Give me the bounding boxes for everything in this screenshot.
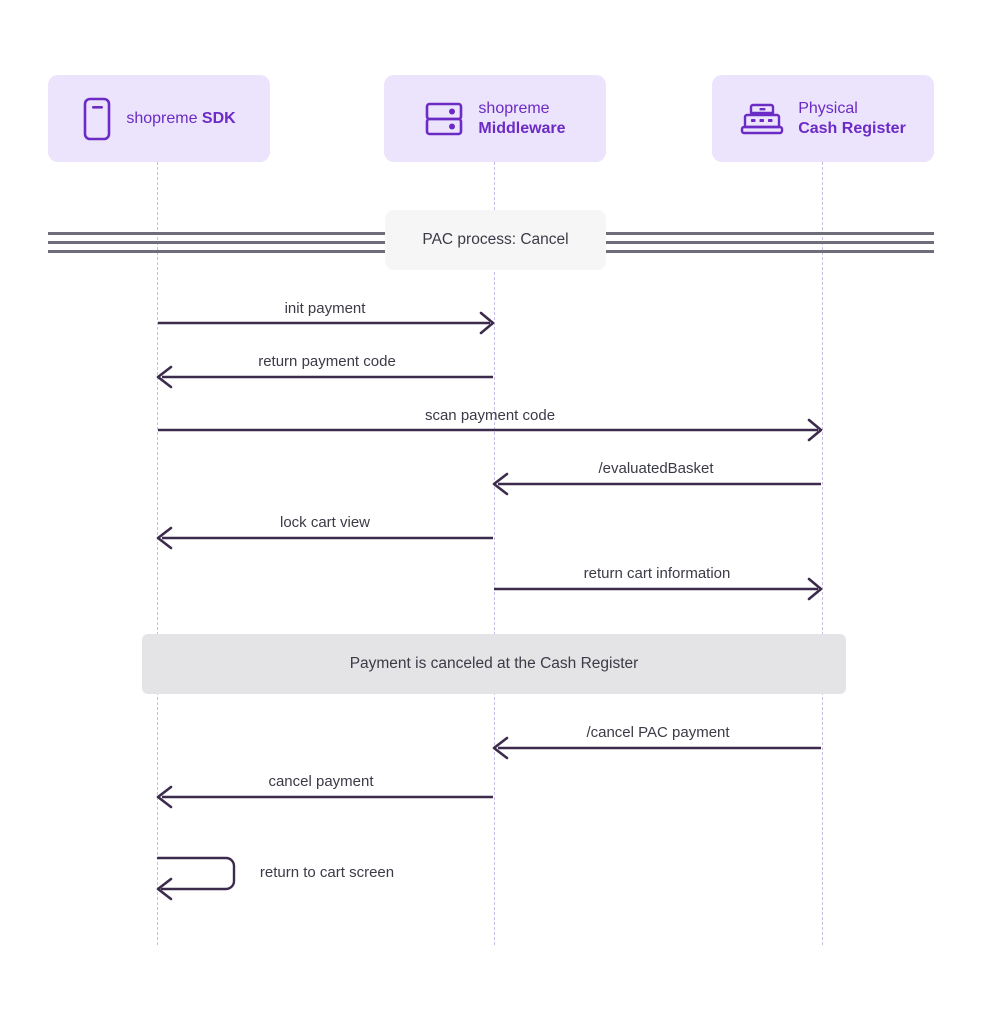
message-label: /cancel PAC payment [586,724,730,741]
participant-sdk[interactable]: shopreme SDK [48,75,270,162]
server-stack-icon [424,99,464,139]
participant-sdk-label: shopreme SDK [126,109,236,127]
message-label: return to cart screen [259,864,395,881]
frame-label-box: PAC process: Cancel [385,210,606,270]
participant-cashregister-label: Physical Cash Register [798,99,906,137]
message-label: /evaluatedBasket [598,460,714,477]
note-payment-canceled: Payment is canceled at the Cash Register [142,634,846,694]
frame-label: PAC process: Cancel [422,231,569,248]
mobile-phone-icon [82,97,112,141]
lifeline-cashregister [822,162,823,945]
message-label: return cart information [583,565,731,582]
message-label: cancel payment [268,773,374,790]
message-label: init payment [284,300,366,317]
participant-middleware[interactable]: shopreme Middleware [384,75,606,162]
participant-cashregister[interactable]: Physical Cash Register [712,75,934,162]
lifeline-middleware [494,162,495,945]
lifeline-sdk [157,162,158,945]
message-label: scan payment code [424,407,556,424]
participant-middleware-label: shopreme Middleware [478,99,566,137]
message-label: lock cart view [279,514,371,531]
message-label: return payment code [258,353,396,370]
cash-register-icon [740,99,784,139]
note-label: Payment is canceled at the Cash Register [349,655,639,672]
